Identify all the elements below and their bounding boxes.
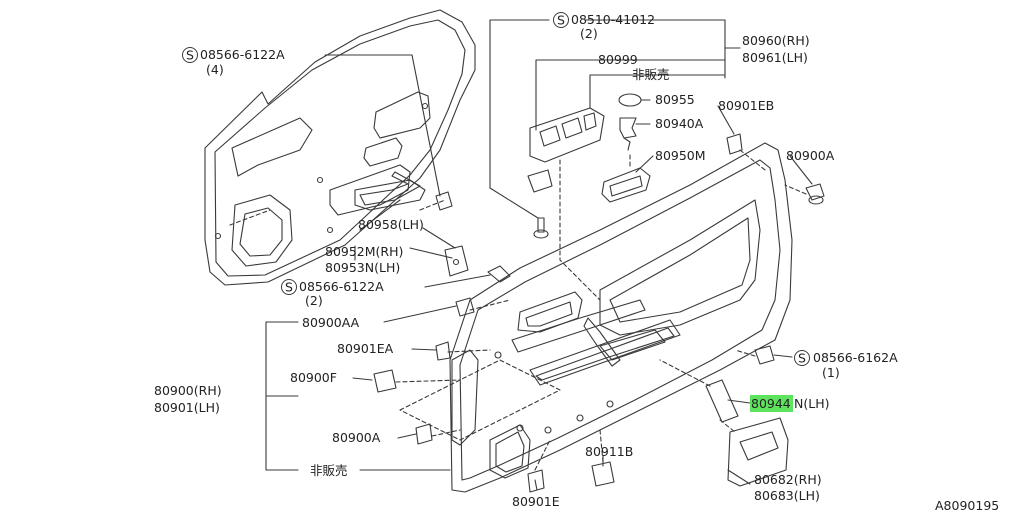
label-80953n: 80953N(LH) — [325, 260, 400, 275]
guide-lines — [229, 149, 807, 471]
diagram-code: A8090195 — [935, 498, 999, 512]
label-80901e: 80901E — [512, 494, 560, 509]
label-80952m: 80952M(RH) — [325, 244, 403, 259]
pocket-80950m — [601, 167, 651, 203]
label-screw-left-qty: (4) — [206, 62, 224, 77]
screw-left — [435, 191, 453, 211]
label-80901-lh: 80901(LH) — [154, 400, 220, 415]
svg-text:S: S — [285, 280, 293, 295]
circled-s-screw-icon: S — [553, 12, 569, 28]
clip-80901eb — [726, 133, 743, 155]
label-80900f: 80900F — [290, 370, 337, 385]
circled-s-screw-icon: S — [794, 350, 810, 366]
label-80900a-right: 80900A — [786, 148, 835, 163]
switch-panel-80960 — [527, 107, 605, 193]
label-80900aa: 80900AA — [302, 315, 360, 330]
label-not-sold-top: 非販売 — [632, 67, 670, 82]
label-80961: 80961(LH) — [742, 50, 808, 65]
clip-80901ea — [435, 341, 451, 361]
clip-80911b — [591, 461, 615, 487]
door-trim-panel — [449, 142, 793, 493]
leader-lines — [265, 19, 813, 491]
label-80960: 80960(RH) — [742, 33, 810, 48]
handle-cover-80682 — [727, 417, 789, 487]
label-screw-left: 08566-6122A — [200, 47, 285, 62]
clip-80940a — [619, 117, 637, 151]
label-80940a: 80940A — [655, 116, 704, 131]
door-inner-panel — [204, 9, 476, 286]
label-screw-right-qty: (1) — [822, 365, 840, 380]
label-80901ea: 80901EA — [337, 341, 394, 356]
label-80944-highlighted: 80944 — [751, 396, 791, 411]
label-not-sold-bottom: 非販売 — [310, 463, 348, 478]
svg-text:S: S — [557, 13, 565, 28]
label-80901eb: 80901EB — [718, 98, 774, 113]
svg-text:S: S — [798, 351, 806, 366]
svg-text:S: S — [186, 48, 194, 63]
label-80900-rh: 80900(RH) — [154, 383, 222, 398]
clip-80901e — [527, 469, 545, 493]
cap-80955 — [618, 93, 642, 107]
circled-s-screw-icon: S — [182, 47, 198, 63]
label-screw-top-qty: (2) — [580, 26, 598, 41]
clip-80900aa — [455, 297, 475, 317]
label-80950m: 80950M — [655, 148, 706, 163]
clip-80900f — [373, 369, 397, 393]
label-80958: 80958(LH) — [358, 217, 424, 232]
bracket-80952m — [444, 245, 469, 277]
label-screw-right: 08566-6162A — [813, 350, 898, 365]
labels: 08510-41012 (2) 80999 非販売 80960(RH) 8096… — [154, 12, 999, 512]
label-80955: 80955 — [655, 92, 695, 107]
label-80900a-left: 80900A — [332, 430, 381, 445]
label-80944-suffix: N(LH) — [794, 396, 829, 411]
screw-mid — [487, 265, 511, 283]
circled-s-screw-icon: S — [281, 279, 297, 295]
bracket-80958 — [359, 171, 421, 206]
label-80911b: 80911B — [585, 444, 633, 459]
screw-80999 — [533, 217, 549, 239]
clip-80900a-left — [415, 423, 433, 445]
label-80999: 80999 — [598, 52, 638, 67]
label-80682: 80682(RH) — [754, 472, 822, 487]
label-screw-mid: 08566-6122A — [299, 279, 384, 294]
strip-80944n — [705, 379, 739, 423]
label-screw-top: 08510-41012 — [571, 12, 655, 27]
clip-80900a-right — [805, 183, 825, 205]
label-screw-mid-qty: (2) — [305, 293, 323, 308]
screw-right — [754, 345, 775, 365]
label-80683: 80683(LH) — [754, 488, 820, 503]
highlight-80944 — [750, 395, 793, 412]
